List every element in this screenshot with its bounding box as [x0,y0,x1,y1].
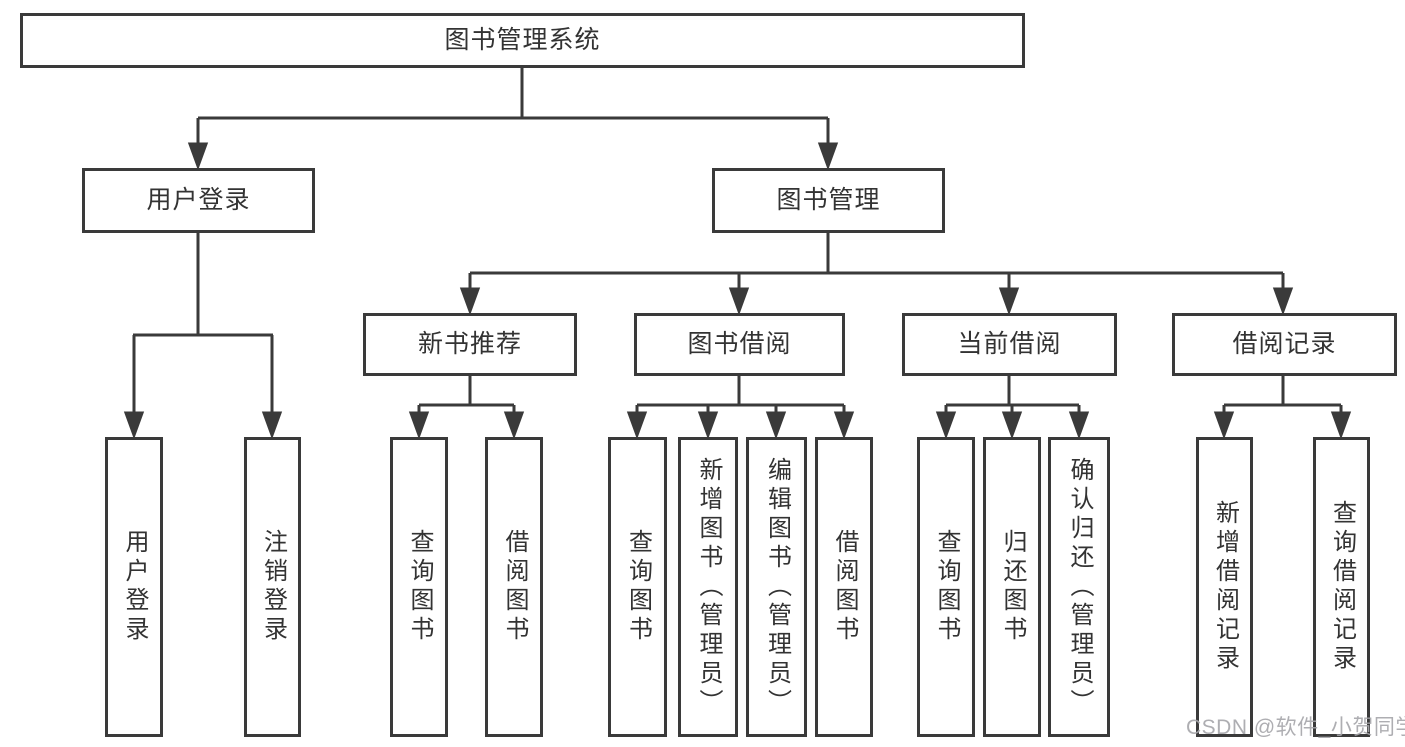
node-label: 确认归还（管理员） [1066,456,1093,718]
node-label: 编辑图书（管理员） [763,456,791,718]
node-label: 借阅记录 [1232,330,1337,358]
node-label: 查询图书 [406,529,433,645]
node-label: 当前借阅 [957,330,1062,358]
node-leaf-user-login: 用户登录 [105,437,163,737]
node-label: 新增借阅记录 [1211,500,1239,674]
node-library-management-system: 图书管理系统 [20,13,1025,68]
node-borrow-records: 借阅记录 [1172,313,1397,376]
node-leaf-query-books-recommend: 查询图书 [390,437,448,737]
node-label: 查询借阅记录 [1328,500,1356,674]
node-leaf-edit-books-admin: 编辑图书（管理员） [746,437,807,737]
node-book-borrow: 图书借阅 [634,313,845,376]
node-leaf-query-books-borrow: 查询图书 [608,437,667,737]
node-book-management: 图书管理 [712,168,945,233]
node-new-book-recommend: 新书推荐 [363,313,577,376]
node-label: 用户登录 [121,529,148,645]
node-label: 借阅图书 [501,529,528,645]
node-label: 图书管理 [776,186,881,214]
node-label: 用户登录 [146,186,251,214]
node-leaf-add-books-admin: 新增图书（管理员） [678,437,738,737]
node-label: 查询图书 [933,529,960,645]
node-leaf-logout: 注销登录 [244,437,301,737]
node-leaf-borrow-books-recommend: 借阅图书 [485,437,543,737]
node-label: 新书推荐 [417,330,522,358]
node-leaf-borrow-books: 借阅图书 [815,437,873,737]
node-leaf-return-books: 归还图书 [983,437,1041,737]
node-label: 归还图书 [999,529,1026,645]
node-label: 注销登录 [259,529,287,645]
node-leaf-confirm-return-admin: 确认归还（管理员） [1048,437,1110,737]
node-leaf-add-borrow-record: 新增借阅记录 [1196,437,1253,737]
node-label: 新增图书（管理员） [695,456,722,718]
node-label: 图书管理系统 [444,26,601,54]
watermark-text: CSDN @软件_小贺同学 [1186,716,1405,739]
node-current-borrow: 当前借阅 [902,313,1117,376]
node-leaf-query-borrow-record: 查询借阅记录 [1313,437,1370,737]
node-label: 借阅图书 [831,529,858,645]
node-leaf-query-books-current: 查询图书 [917,437,975,737]
node-label: 图书借阅 [687,330,792,358]
node-user-login: 用户登录 [82,168,315,233]
node-label: 查询图书 [624,529,652,645]
